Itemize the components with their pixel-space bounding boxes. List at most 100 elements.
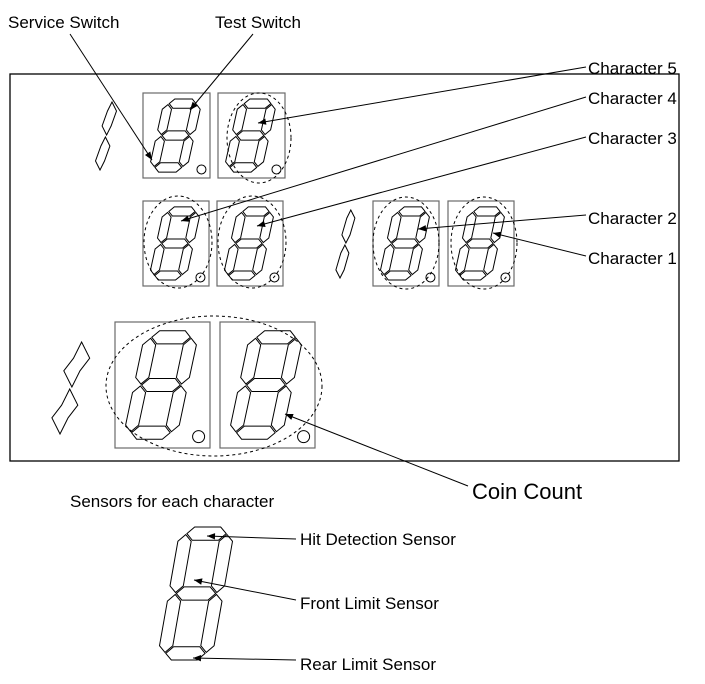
digit-frame <box>217 92 286 179</box>
leader-hit-detection <box>206 535 297 540</box>
segment-e <box>379 243 395 276</box>
coin-count-cell-left <box>114 321 211 449</box>
legend-title: Sensors for each character <box>70 492 275 511</box>
segment-g <box>245 378 286 392</box>
seven-segment-digit <box>225 98 276 173</box>
leader-coin-count <box>284 413 469 487</box>
arrowhead <box>181 215 190 222</box>
segment-b <box>259 211 274 244</box>
label-character-3: Character 3 <box>588 129 677 148</box>
segment-f <box>230 211 246 244</box>
segment <box>94 135 111 172</box>
segment-d <box>154 162 183 173</box>
segment-f <box>169 533 192 594</box>
decimal-point <box>425 272 436 283</box>
segment-e <box>150 135 165 168</box>
segment-d <box>154 270 182 281</box>
character-2-cell <box>372 200 440 287</box>
segment-g <box>236 130 265 141</box>
segment-a <box>473 206 501 217</box>
character-2-ring <box>372 196 440 290</box>
character-3-ring <box>217 195 287 289</box>
digit-one-bottom <box>51 340 91 436</box>
arrowhead <box>194 578 203 585</box>
segment-a <box>242 206 270 217</box>
segment <box>335 243 350 280</box>
segment-b <box>185 103 201 136</box>
segment-g <box>466 238 494 249</box>
segment-f <box>461 211 477 244</box>
segment-e <box>125 385 147 433</box>
segment-e <box>230 385 252 433</box>
segment-f <box>135 337 157 385</box>
label-character-4: Character 4 <box>588 89 677 108</box>
seven-segment-digit <box>150 98 201 173</box>
label-service-switch: Service Switch <box>8 13 120 32</box>
segment-a <box>398 206 426 217</box>
segment-a <box>186 526 227 541</box>
legend-sensor-digit <box>158 526 234 661</box>
seven-segment-digit <box>230 330 302 440</box>
label-coin-count: Coin Count <box>472 479 583 504</box>
segment-g <box>161 130 190 141</box>
segment-e <box>158 593 182 654</box>
arrowhead <box>285 414 294 420</box>
character-4-ring <box>143 195 213 289</box>
segment-g <box>140 378 181 392</box>
segment-e <box>223 243 239 276</box>
segment-b <box>490 211 505 244</box>
segment-e <box>149 243 165 276</box>
leader-character-1 <box>492 232 587 257</box>
segment-c <box>165 385 187 433</box>
segment-g <box>391 238 419 249</box>
decimal-point <box>297 430 311 444</box>
label-character-5: Character 5 <box>588 59 677 78</box>
digit-one-middle <box>335 208 356 280</box>
coin-count-ring <box>105 315 323 457</box>
segment-b <box>260 103 276 136</box>
segment-b <box>210 533 234 594</box>
arrowhead <box>257 220 266 227</box>
segment-d <box>384 270 412 281</box>
character-3-cell <box>216 200 284 287</box>
arrowhead <box>207 533 216 540</box>
segment-c <box>252 243 267 276</box>
segment <box>101 100 118 137</box>
digit-frame <box>216 200 284 287</box>
segment-d <box>235 425 276 440</box>
arrowhead <box>193 655 202 662</box>
segment-c <box>483 243 498 276</box>
segment-f <box>157 103 173 136</box>
segment-c <box>408 243 423 276</box>
seven-segment-digit <box>125 330 197 440</box>
character-4-cell <box>142 200 210 287</box>
segment-f <box>240 337 262 385</box>
leader-character-3 <box>256 136 587 227</box>
character-5-ring <box>226 92 292 184</box>
digit-one-top <box>94 100 118 172</box>
leader-front-limit <box>193 579 297 601</box>
segment-a <box>256 330 297 345</box>
segment-a <box>168 206 196 217</box>
segment <box>63 340 91 389</box>
segment-g <box>161 238 189 249</box>
segment-b <box>185 211 200 244</box>
label-rear-limit-sensor: Rear Limit Sensor <box>300 655 437 674</box>
seven-segment-digit <box>379 206 430 281</box>
label-front-limit-sensor: Front Limit Sensor <box>300 594 439 613</box>
segment-c <box>253 135 269 168</box>
leader-test-switch <box>189 33 254 111</box>
label-character-1: Character 1 <box>588 249 677 268</box>
leader-rear-limit <box>192 657 297 661</box>
seven-segment-digit <box>454 206 505 281</box>
segment-c <box>270 385 292 433</box>
segment-c <box>200 593 223 654</box>
seven-segment-digit <box>149 206 200 281</box>
segment-d <box>229 162 258 173</box>
digit-frame <box>219 321 316 449</box>
segment-d <box>165 646 206 661</box>
decimal-point <box>196 164 207 175</box>
arrowhead <box>493 231 502 238</box>
